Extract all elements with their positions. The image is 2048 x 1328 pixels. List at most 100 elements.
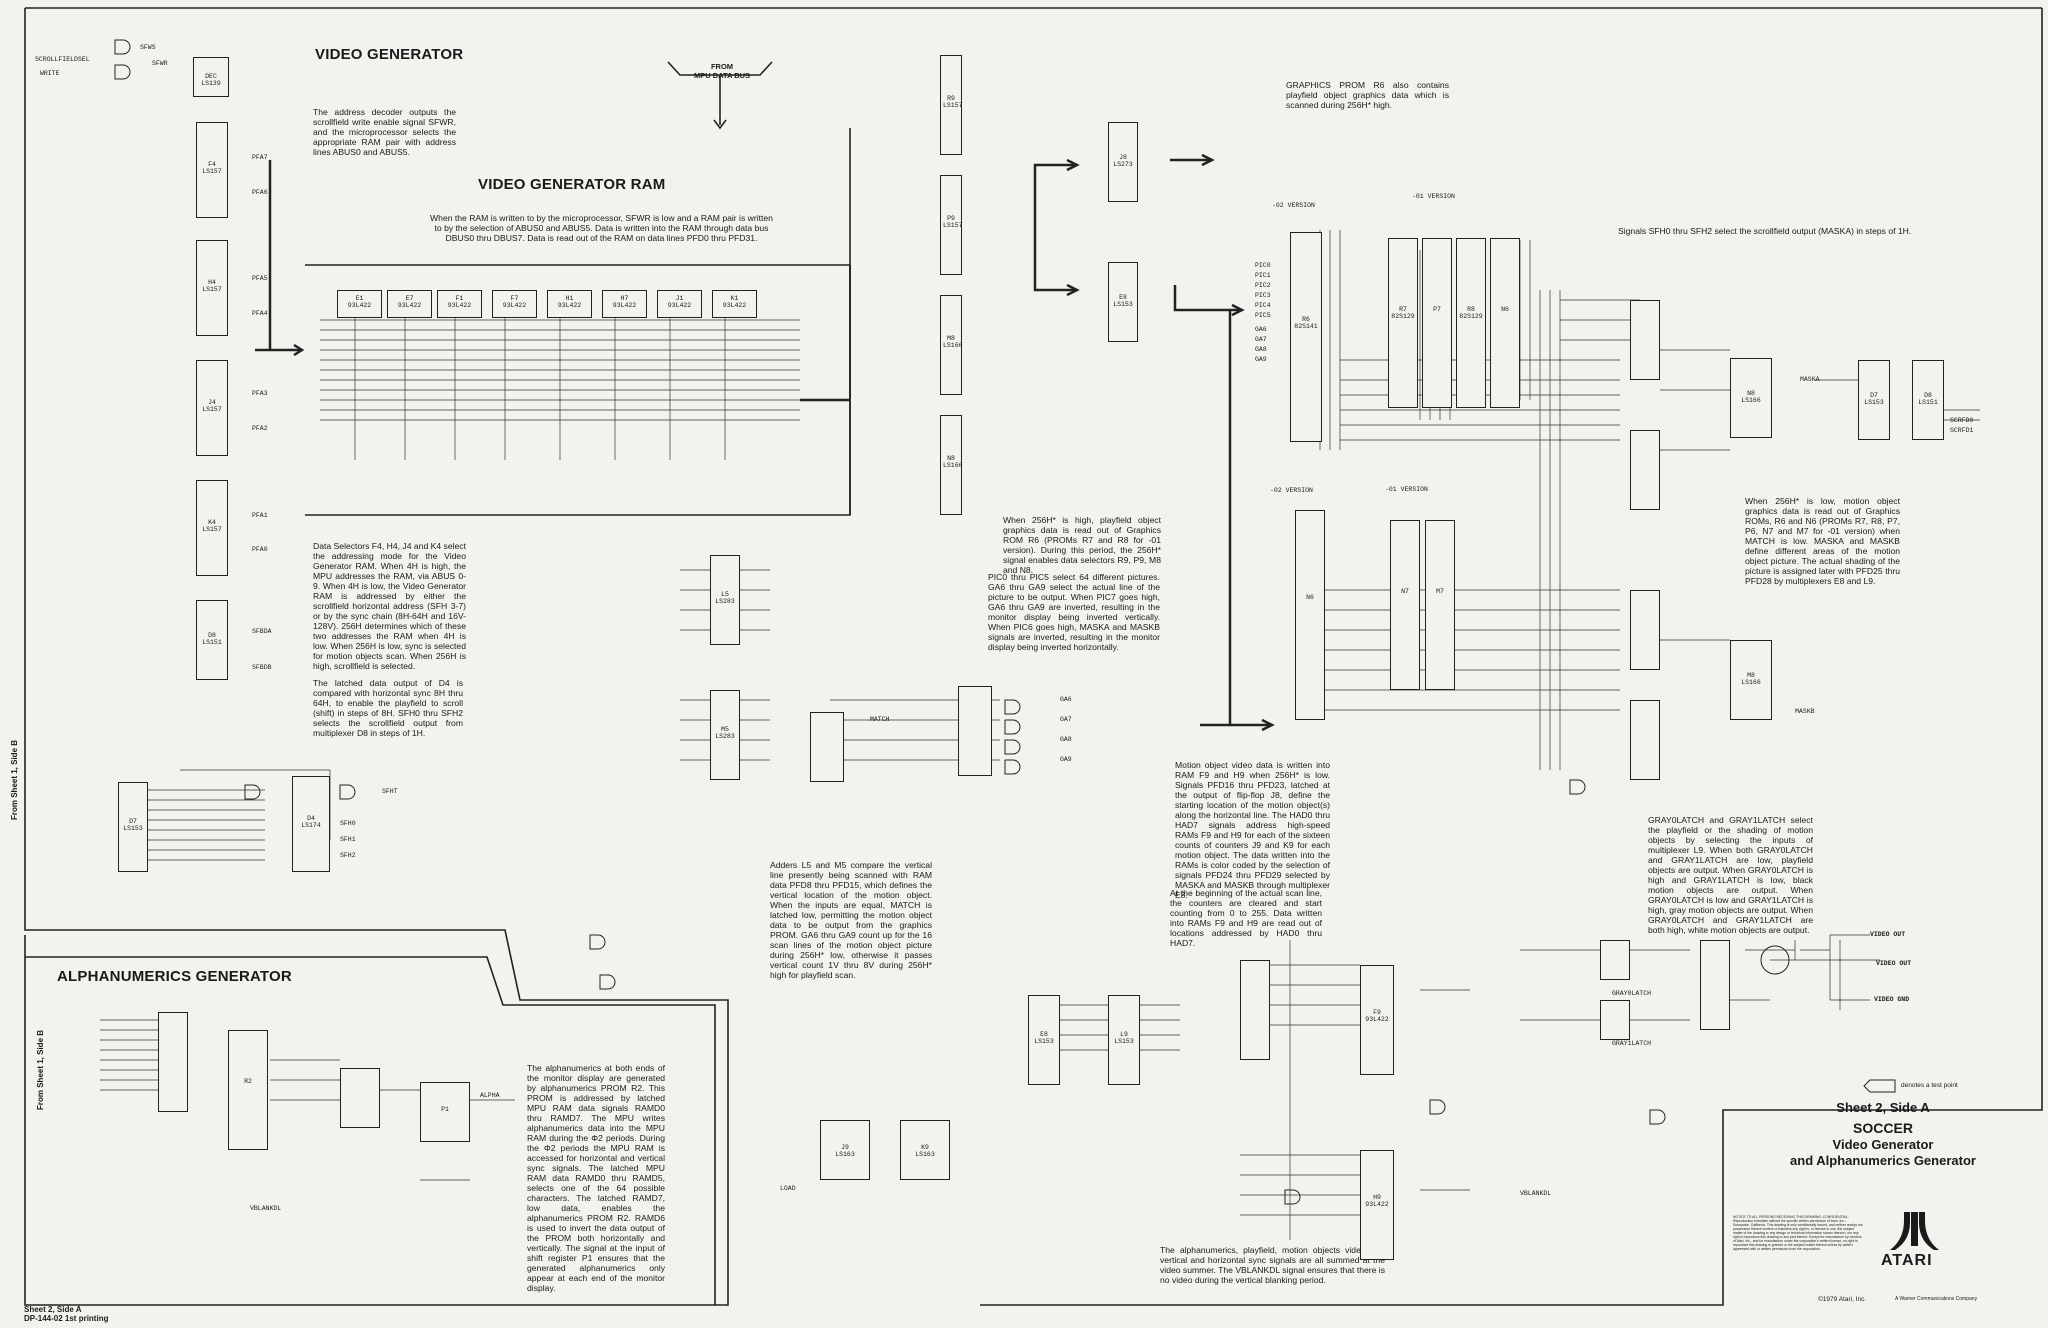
pfa4-signal: PFA4	[252, 310, 268, 317]
graphics-rom-n6-chip: N6	[1295, 510, 1325, 720]
atari-logo-icon	[1890, 1212, 1939, 1250]
video-mux-chip	[1700, 940, 1730, 1030]
test-point-legend: denotes a test point	[1901, 1082, 1958, 1089]
address-decoder-note: The address decoder outputs the scrollfi…	[313, 107, 456, 157]
ga7-out-signal: GA7	[1060, 716, 1072, 723]
load-signal: LOAD	[780, 1185, 796, 1192]
ram-write-note: When the RAM is written to by the microp…	[430, 213, 773, 243]
graphics-prom-r6-chip: R6 82S141	[1290, 232, 1322, 442]
sfws-signal: SFWS	[140, 44, 156, 51]
prom-n6-chip: N6	[1490, 238, 1520, 408]
video-gnd-signal: VIDEO GND	[1874, 996, 1910, 1003]
sfwr-signal: SFWR	[152, 60, 168, 67]
ram-h7-chip: H7 93L422	[602, 290, 647, 318]
ga9-signal: GA9	[1255, 356, 1267, 363]
shift-n8-chip: N8 LS166	[1730, 358, 1772, 438]
version-01-top: -01 VERSION	[1412, 193, 1455, 200]
ga6-signal: GA6	[1255, 326, 1267, 333]
grayolatch-note: GRAY0LATCH and GRAY1LATCH select the pla…	[1648, 815, 1813, 935]
scan-line-note: At the beginning of the actual scan line…	[1170, 888, 1322, 948]
selector-ga-chip	[958, 686, 992, 776]
mux-r9b-chip	[1630, 300, 1660, 380]
prom-r7-chip: R7 82S129	[1388, 238, 1418, 408]
gray1latch-signal: GRAY1LATCH	[1612, 1040, 1652, 1047]
sfbda-signal: SFBDA	[252, 628, 272, 635]
scrfd1-signal: SCRFD1	[1950, 427, 1974, 434]
scrollfieldsel-signal: SCROLLFIELDSEL	[35, 56, 90, 63]
game-title: SOCCER	[1853, 1120, 1913, 1136]
from-sheet-side-b-label: From Sheet 1, Side B	[10, 739, 19, 820]
grayolatch-signal: GRAY0LATCH	[1612, 990, 1652, 997]
title-block: Sheet 2, Side A SOCCER Video Generator a…	[1723, 1092, 2043, 1168]
atari-logo-text: ATARI	[1881, 1252, 1933, 1269]
mux-e8-lower-chip: E8 LS153	[1028, 995, 1060, 1085]
prom-r8-chip: R8 82S129	[1456, 238, 1486, 408]
mux-n8b-chip	[1630, 700, 1660, 780]
mux-l9-chip: L9 LS153	[1108, 995, 1140, 1085]
shift-register-p1-chip: P1	[420, 1082, 470, 1142]
graphics-prom-note: GRAPHICS PROM R6 also contains playfield…	[1286, 80, 1449, 110]
pfa3-signal: PFA3	[252, 390, 268, 397]
confidential-notice: NOTICE TO ALL PERSONS RECEIVING THIS DRA…	[1733, 1215, 1863, 1251]
pfa0-signal: PFA0	[252, 546, 268, 553]
ram-f9-chip: F9 93L422	[1360, 965, 1394, 1075]
pic5-signal: PIC5	[1255, 312, 1271, 319]
selector-m8-chip: M8 LS166	[940, 295, 963, 395]
ram-k1-chip: K1 93L422	[712, 290, 757, 318]
scrfd0-signal: SCRFD0	[1950, 417, 1974, 424]
sfh0-signal: SFH0	[340, 820, 356, 827]
version-01-mid: -01 VERSION	[1385, 486, 1428, 493]
signals-sfh-note: Signals SFH0 thru SFH2 select the scroll…	[1618, 226, 1912, 236]
ram-f7-chip: F7 93L422	[492, 290, 537, 318]
latched-data-note: The latched data output of D4 is compare…	[313, 678, 463, 738]
adder-m5-chip: M5 LS283	[710, 690, 740, 780]
selector-j4-chip: J4 LS157	[196, 360, 228, 456]
flipflop-gray0-chip	[1600, 940, 1630, 980]
pfa5-signal: PFA5	[252, 275, 268, 282]
flipflop-gray1-chip	[1600, 1000, 1630, 1040]
latch-j8-lower-chip	[1240, 960, 1270, 1060]
video-summer-note: The alphanumerics, playfield, motion obj…	[1160, 1245, 1385, 1285]
motion-object-note: Motion object video data is written into…	[1175, 760, 1330, 900]
mux-d8-chip: D8 LS151	[1912, 360, 1944, 440]
selector-k4-chip: K4 LS157	[196, 480, 228, 576]
title-line-2: and Alphanumerics Generator	[1790, 1153, 1976, 1168]
video-generator-ram-title: VIDEO GENERATOR RAM	[478, 176, 666, 193]
footer-sheet: Sheet 2, Side A	[24, 1305, 82, 1314]
ram-j1-chip: J1 93L422	[657, 290, 702, 318]
prom-n7-chip: N7	[1390, 520, 1420, 690]
pfa6-signal: PFA6	[252, 189, 268, 196]
pic0-signal: PIC0	[1255, 262, 1271, 269]
mux-p9b-chip	[1630, 430, 1660, 510]
ram-e1-chip: E1 93L422	[337, 290, 382, 318]
ga8-signal: GA8	[1255, 346, 1267, 353]
vblankdl-signal: VBLANKDL	[250, 1205, 282, 1212]
sfh1-signal: SFH1	[340, 836, 356, 843]
video-out-test-point: VIDEO OUT	[1870, 931, 1906, 938]
multiplexer-d7-chip: D7 LS153	[118, 782, 148, 872]
address-decoder-chip: DEC LS139	[193, 57, 229, 97]
selector-n8-chip: N8 LS166	[940, 415, 963, 515]
ga9-out-signal: GA9	[1060, 756, 1072, 763]
title-line-1: Video Generator	[1832, 1137, 1934, 1152]
pfa7-signal: PFA7	[252, 154, 268, 161]
copyright-text: ©1979 Atari, Inc.	[1818, 1296, 1867, 1303]
maskb-signal: MASKB	[1795, 708, 1815, 715]
selector-f4-chip: F4 LS157	[196, 122, 228, 218]
ram-f1-chip: F1 93L422	[437, 290, 482, 318]
selector-p9-chip: P9 LS157	[940, 175, 963, 275]
prom-p7-chip: P7	[1422, 238, 1452, 408]
match-signal: MATCH	[870, 716, 890, 723]
version-02-mid: -02 VERSION	[1270, 487, 1313, 494]
alpha-prom-r2-chip: R2	[228, 1030, 268, 1150]
mux-d7-chip: D7 LS153	[1858, 360, 1890, 440]
video-out-signal: VIDEO OUT	[1876, 960, 1912, 967]
counter-j9-chip: J9 LS163	[820, 1120, 870, 1180]
pfa2-signal: PFA2	[252, 425, 268, 432]
from-mpu-data-bus-label: FROM MPU DATA BUS	[693, 62, 751, 80]
when-256h-low-note: When 256H* is low, motion object graphic…	[1745, 496, 1900, 586]
sfbdb-signal: SFBDB	[252, 664, 272, 671]
footer-printing: DP-144-02 1st printing	[24, 1314, 109, 1323]
write-signal: WRITE	[40, 70, 60, 77]
